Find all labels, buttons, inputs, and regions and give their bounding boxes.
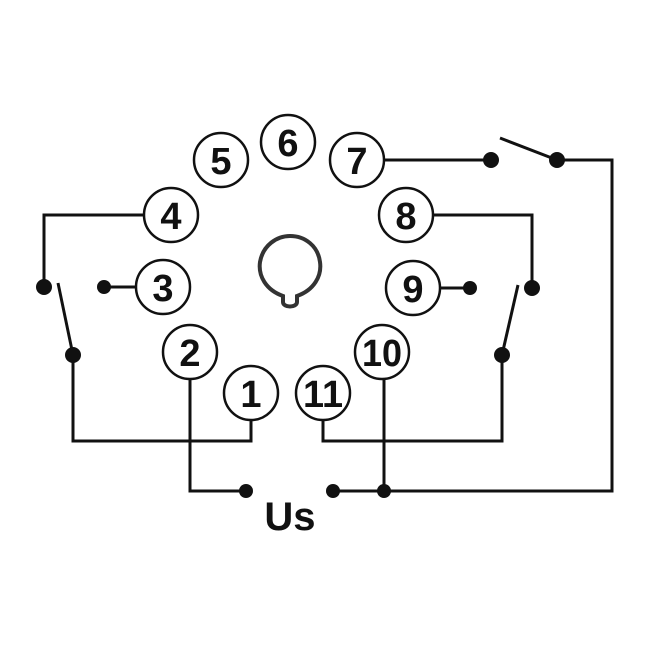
terminal-dot <box>239 484 253 498</box>
pin-circle <box>353 323 411 381</box>
pin-label: 9 <box>402 269 423 311</box>
terminal-dot <box>97 280 111 294</box>
junction-dot <box>377 484 391 498</box>
pin-7: 7 <box>328 131 386 189</box>
supply-label: Us <box>264 495 315 539</box>
pin-label: 6 <box>277 123 298 165</box>
socket-key-icon <box>257 233 323 309</box>
pin-circle <box>377 186 435 244</box>
left-switch-lever <box>56 282 75 356</box>
pin-label: 5 <box>210 141 231 183</box>
wire-pin8-switch <box>433 213 534 288</box>
terminal-dot <box>483 152 499 168</box>
pin-circle <box>294 364 352 422</box>
pin-circle <box>328 131 386 189</box>
wire-pin4-switch <box>42 213 145 287</box>
pin-label: 1 <box>240 374 261 416</box>
pin-10: 10 <box>353 323 411 381</box>
terminal-dot <box>463 281 477 295</box>
terminal-dot <box>494 347 510 363</box>
pin-label: 4 <box>160 196 181 238</box>
pin-2: 2 <box>161 323 219 381</box>
pin-label: 3 <box>152 268 173 310</box>
pin-label: 11 <box>303 374 343 416</box>
terminal-dot <box>36 279 52 295</box>
pin-circle <box>384 259 442 317</box>
pin-circle <box>134 258 192 316</box>
pin-6: 6 <box>259 113 317 171</box>
pin-8: 8 <box>377 186 435 244</box>
pin-1: 1 <box>222 364 280 422</box>
pin-circle <box>192 131 250 189</box>
pin-9: 9 <box>384 259 442 317</box>
pin-circle <box>142 186 200 244</box>
pin-circle <box>222 364 280 422</box>
pin-5: 5 <box>192 131 250 189</box>
pin-11: 11 <box>294 364 352 422</box>
pin-3: 3 <box>134 258 192 316</box>
pin-circle <box>161 323 219 381</box>
pin-label: 8 <box>395 196 416 238</box>
pin-4: 4 <box>142 186 200 244</box>
terminal-dot <box>524 280 540 296</box>
pin-label: 10 <box>362 333 402 375</box>
wires <box>42 136 614 493</box>
top-switch-lever <box>499 136 558 162</box>
terminal-dot <box>326 484 340 498</box>
right-switch-lever <box>500 284 520 356</box>
pin-circle <box>259 113 317 171</box>
wire-pin2-us <box>188 379 246 493</box>
pin-group: 123 45 6 78 910 11 <box>134 113 442 422</box>
wire-us-right <box>333 158 614 493</box>
pin-label: 2 <box>179 333 200 375</box>
terminal-dot <box>65 347 81 363</box>
wire-left-switch-pin1 <box>71 355 253 443</box>
terminals <box>36 152 565 498</box>
pin-label: 7 <box>346 141 367 183</box>
terminal-dot <box>549 152 565 168</box>
wire-right-switch-pin11 <box>321 355 504 443</box>
